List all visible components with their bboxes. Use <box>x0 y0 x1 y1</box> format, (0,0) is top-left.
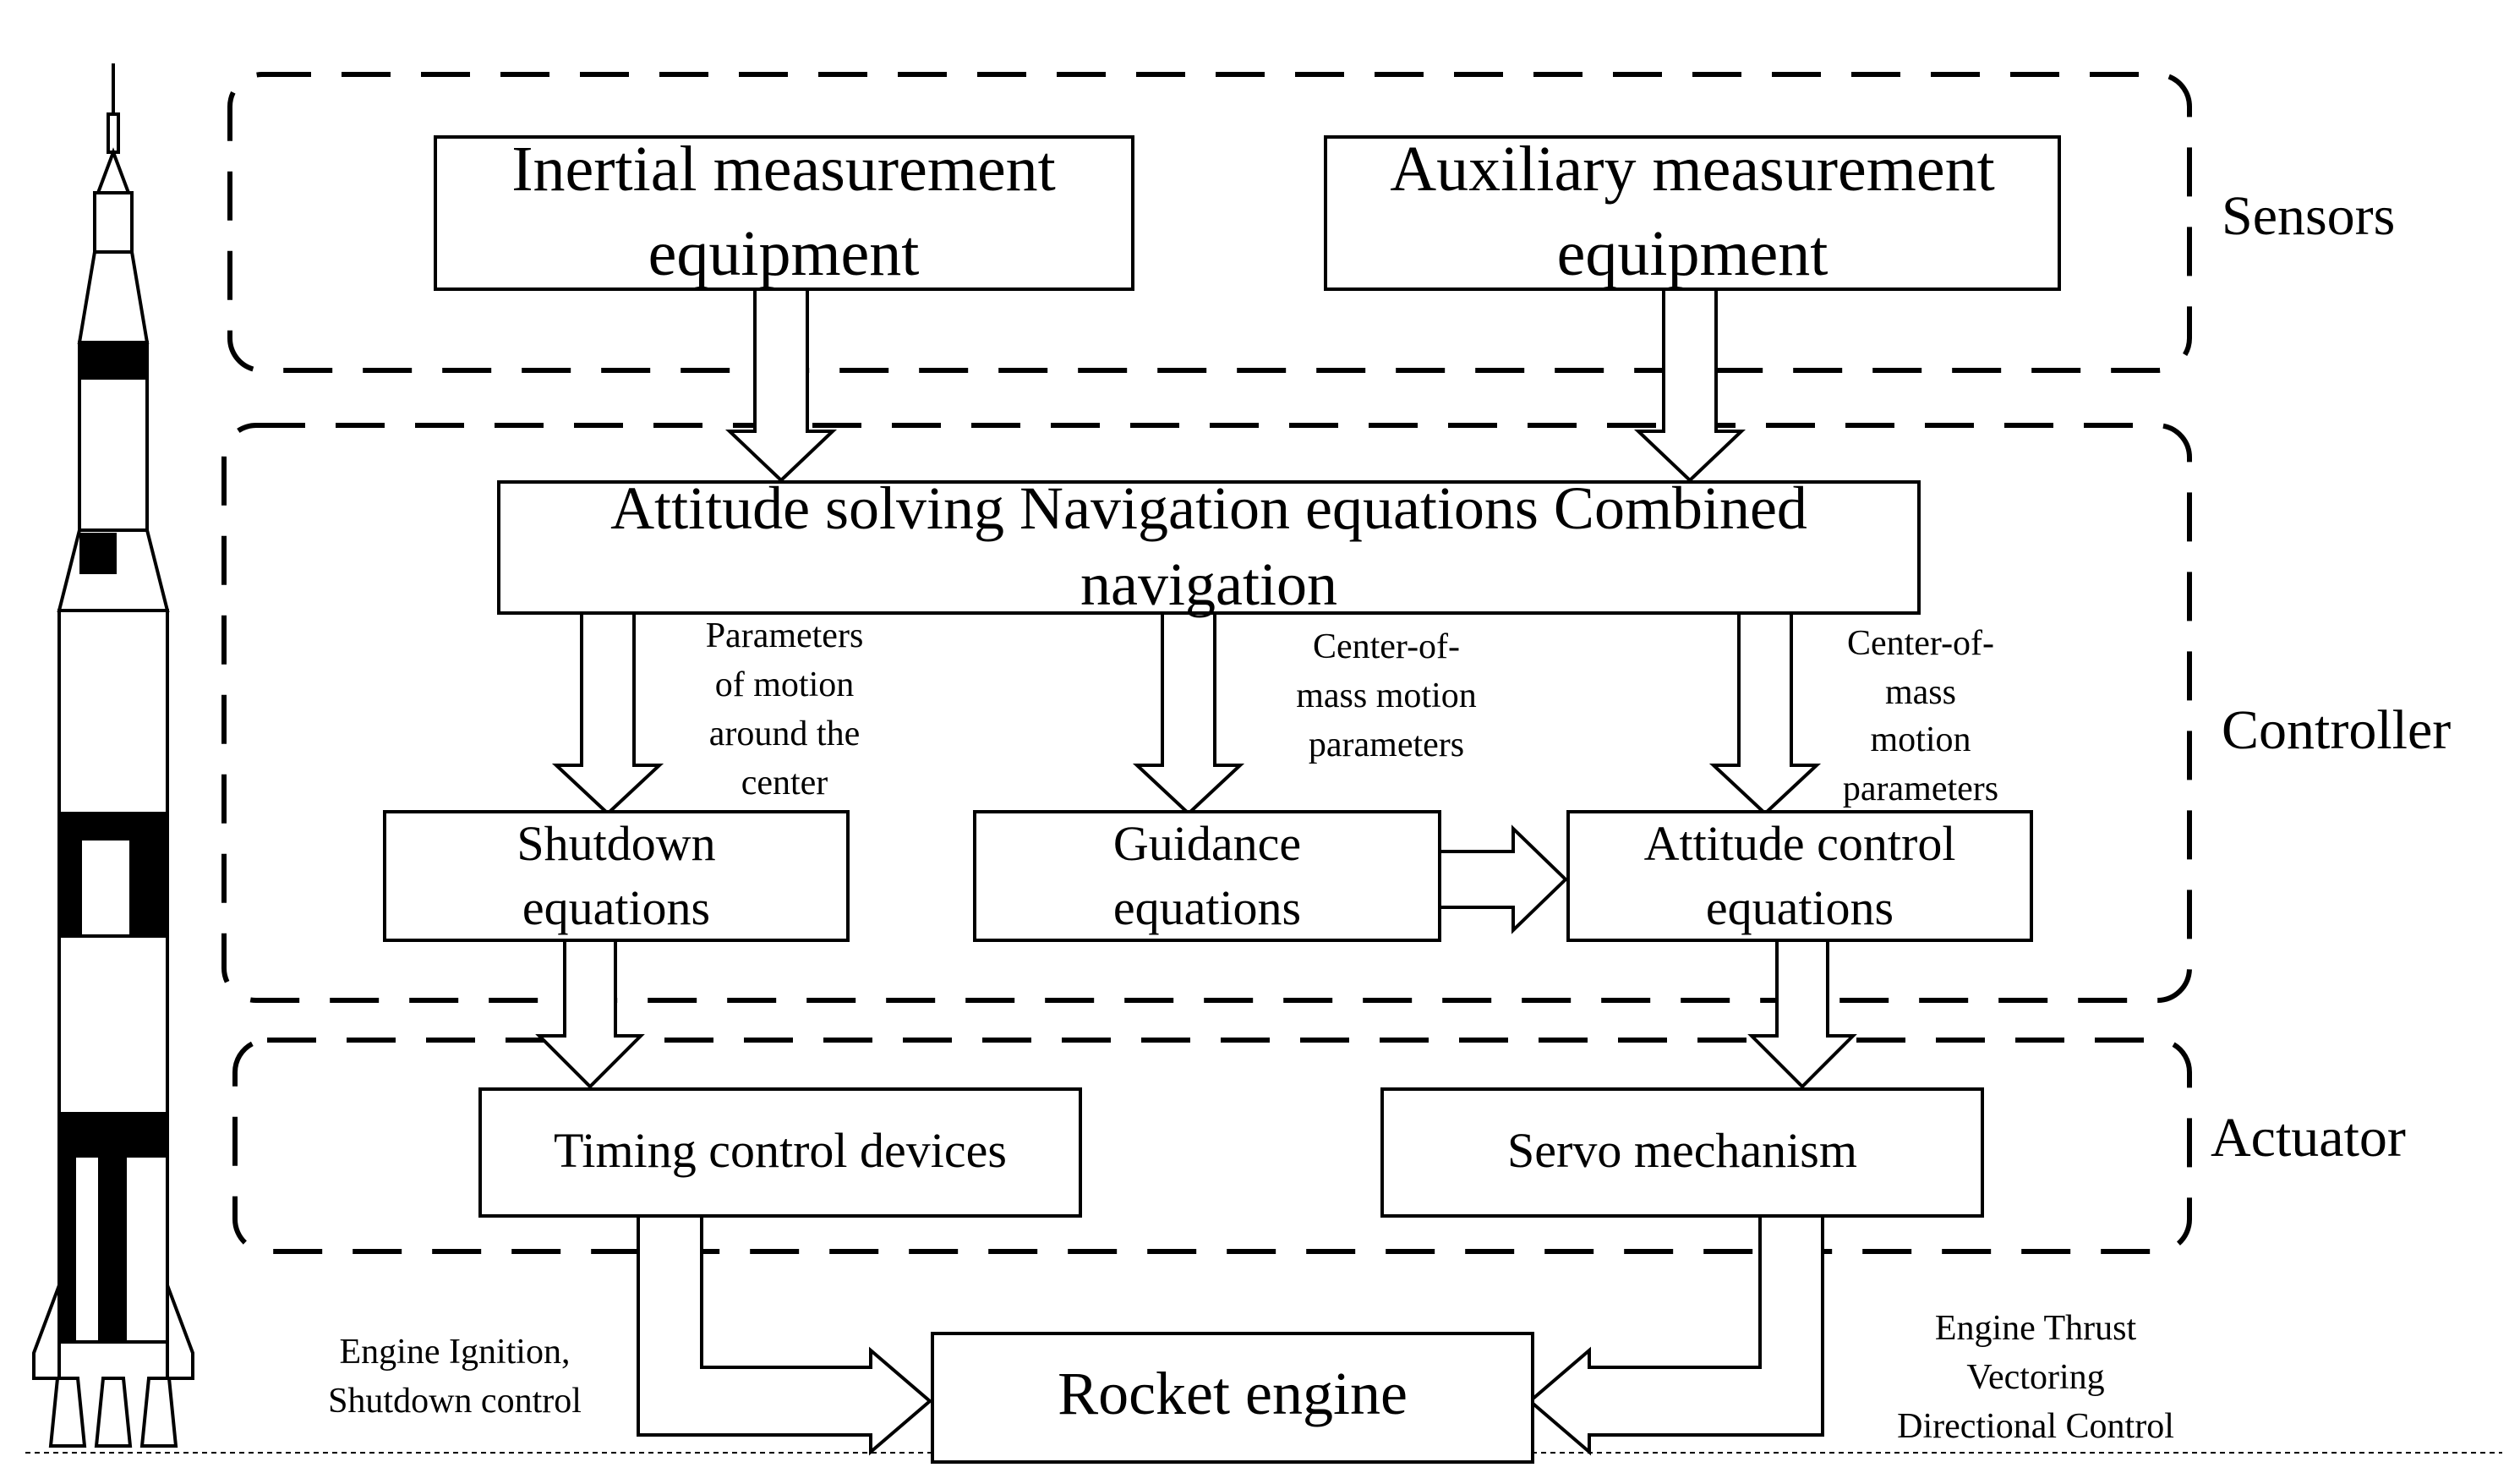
controller-group-border <box>221 423 2192 1003</box>
arrow-navigation-to-guidance <box>1132 609 1245 816</box>
arrow-shutdown-to-timing <box>535 937 645 1089</box>
guidance-line-2: equations <box>1113 880 1301 935</box>
auxiliary-line-1: Auxiliary measurement <box>1390 134 1994 205</box>
rocket-icon <box>32 63 194 1448</box>
svg-text:Parameters: Parameters <box>706 616 864 655</box>
svg-text:around the: around the <box>709 715 860 753</box>
navigation-line-1: Attitude solving Navigation equations Co… <box>610 474 1807 542</box>
guidance-line-1: Guidance <box>1113 816 1301 871</box>
attitude-control-line-2: equations <box>1706 880 1894 935</box>
svg-text:center: center <box>741 764 828 802</box>
arrow-attitude-to-servo <box>1747 937 1857 1089</box>
shutdown-line-2: equations <box>522 880 710 935</box>
shutdown-line-1: Shutdown <box>517 816 715 871</box>
svg-text:Center-of-: Center-of- <box>1313 627 1460 666</box>
rocket-engine-box: Rocket engine <box>931 1332 1534 1464</box>
arrow-timing-to-engine <box>637 1212 933 1456</box>
inertial-measurement-box: Inertial measurement equipment <box>434 134 1134 291</box>
svg-text:parameters: parameters <box>1843 769 1998 808</box>
auxiliary-line-2: equipment <box>1557 218 1829 289</box>
navigation-box: Attitude solving Navigation equations Co… <box>497 474 1921 618</box>
arrow-inertial-to-navigation <box>724 284 838 483</box>
svg-text:Directional Control: Directional Control <box>1897 1407 2174 1446</box>
svg-text:motion: motion <box>1870 720 1971 759</box>
svg-text:of motion: of motion <box>715 665 855 704</box>
svg-text:Center-of-: Center-of- <box>1847 624 1994 663</box>
rocket-engine-label: Rocket engine <box>1058 1360 1408 1427</box>
arrow-navigation-to-attitude <box>1708 609 1822 816</box>
annotation-engine-ignition: Engine Ignition, Shutdown control <box>328 1333 582 1421</box>
servo-label: Servo mechanism <box>1507 1123 1857 1178</box>
svg-text:mass motion: mass motion <box>1296 676 1477 715</box>
arrow-servo-to-engine <box>1527 1212 1824 1456</box>
shutdown-equations-box: Shutdown equations <box>383 810 850 942</box>
annotation-center-of-mass-right: Center-of- mass motion parameters <box>1843 624 1998 808</box>
annotation-center-of-mass-middle: Center-of- mass motion parameters <box>1296 627 1477 764</box>
arrow-guidance-to-attitude <box>1438 824 1568 934</box>
timing-label: Timing control devices <box>554 1123 1007 1178</box>
attitude-control-line-1: Attitude control <box>1644 816 1956 871</box>
annotation-engine-thrust: Engine Thrust Vectoring Directional Cont… <box>1897 1309 2174 1446</box>
attitude-control-equations-box: Attitude control equations <box>1566 810 2033 942</box>
auxiliary-measurement-box: Auxiliary measurement equipment <box>1324 134 2061 291</box>
sensors-label: Sensors <box>2222 185 2395 247</box>
arrow-auxiliary-to-navigation <box>1633 284 1747 483</box>
actuator-label: Actuator <box>2211 1107 2406 1169</box>
inertial-line-1: Inertial measurement <box>511 134 1056 205</box>
servo-mechanism-box: Servo mechanism <box>1380 1087 1984 1218</box>
svg-text:parameters: parameters <box>1309 726 1464 764</box>
controller-label: Controller <box>2222 699 2451 761</box>
svg-text:Shutdown control: Shutdown control <box>328 1382 582 1421</box>
arrow-navigation-to-shutdown <box>551 609 664 816</box>
actuator-group-border <box>232 1038 2192 1254</box>
inertial-line-2: equipment <box>648 218 920 289</box>
svg-text:mass: mass <box>1885 673 1956 712</box>
svg-text:Engine Ignition,: Engine Ignition, <box>340 1333 571 1372</box>
annotation-motion-around-center: Parameters of motion around the center <box>706 616 864 802</box>
navigation-line-2: navigation <box>1080 550 1337 618</box>
timing-control-box: Timing control devices <box>478 1087 1082 1218</box>
svg-text:Vectoring: Vectoring <box>1966 1358 2104 1397</box>
guidance-equations-box: Guidance equations <box>973 810 1441 942</box>
svg-text:Engine Thrust: Engine Thrust <box>1935 1309 2137 1348</box>
